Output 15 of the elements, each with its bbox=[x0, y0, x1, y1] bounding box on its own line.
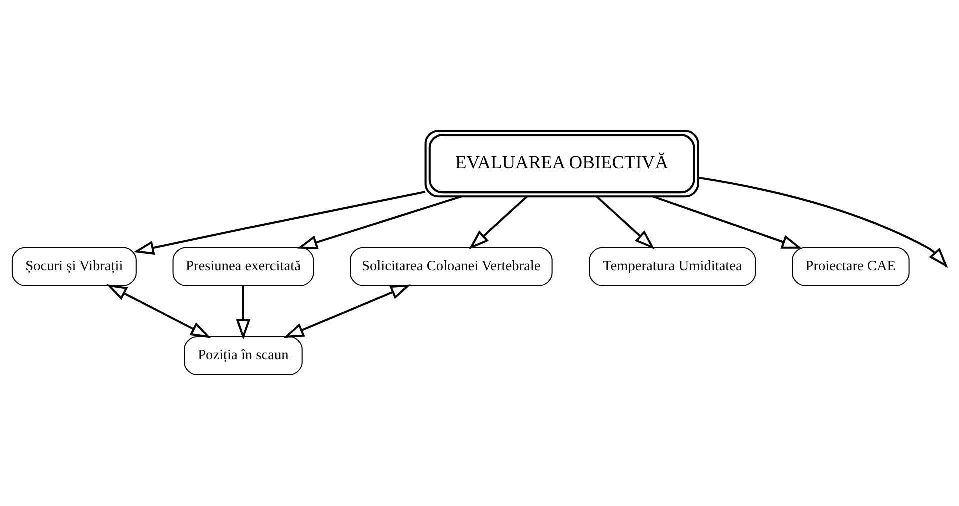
node-box: Poziția în scaun bbox=[184, 336, 303, 376]
node-box: Temperatura Umiditatea bbox=[589, 247, 756, 286]
node-box: Proiectare CAE bbox=[792, 247, 910, 286]
node-box: Șocuri și Vibrații bbox=[12, 247, 137, 286]
arrow bbox=[236, 286, 251, 340]
arrow bbox=[106, 284, 212, 338]
node-box: Presiunea exercitată bbox=[172, 247, 314, 286]
arrow bbox=[596, 196, 655, 250]
arrow bbox=[469, 196, 528, 250]
arrow bbox=[134, 190, 426, 255]
arrow bbox=[284, 284, 412, 338]
node-box: EVALUAREA OBIECTIVĂ bbox=[424, 130, 700, 198]
node-box: Solicitarea Coloanei Vertebrale bbox=[350, 247, 553, 286]
arrow bbox=[297, 196, 462, 250]
arrow bbox=[652, 196, 802, 249]
